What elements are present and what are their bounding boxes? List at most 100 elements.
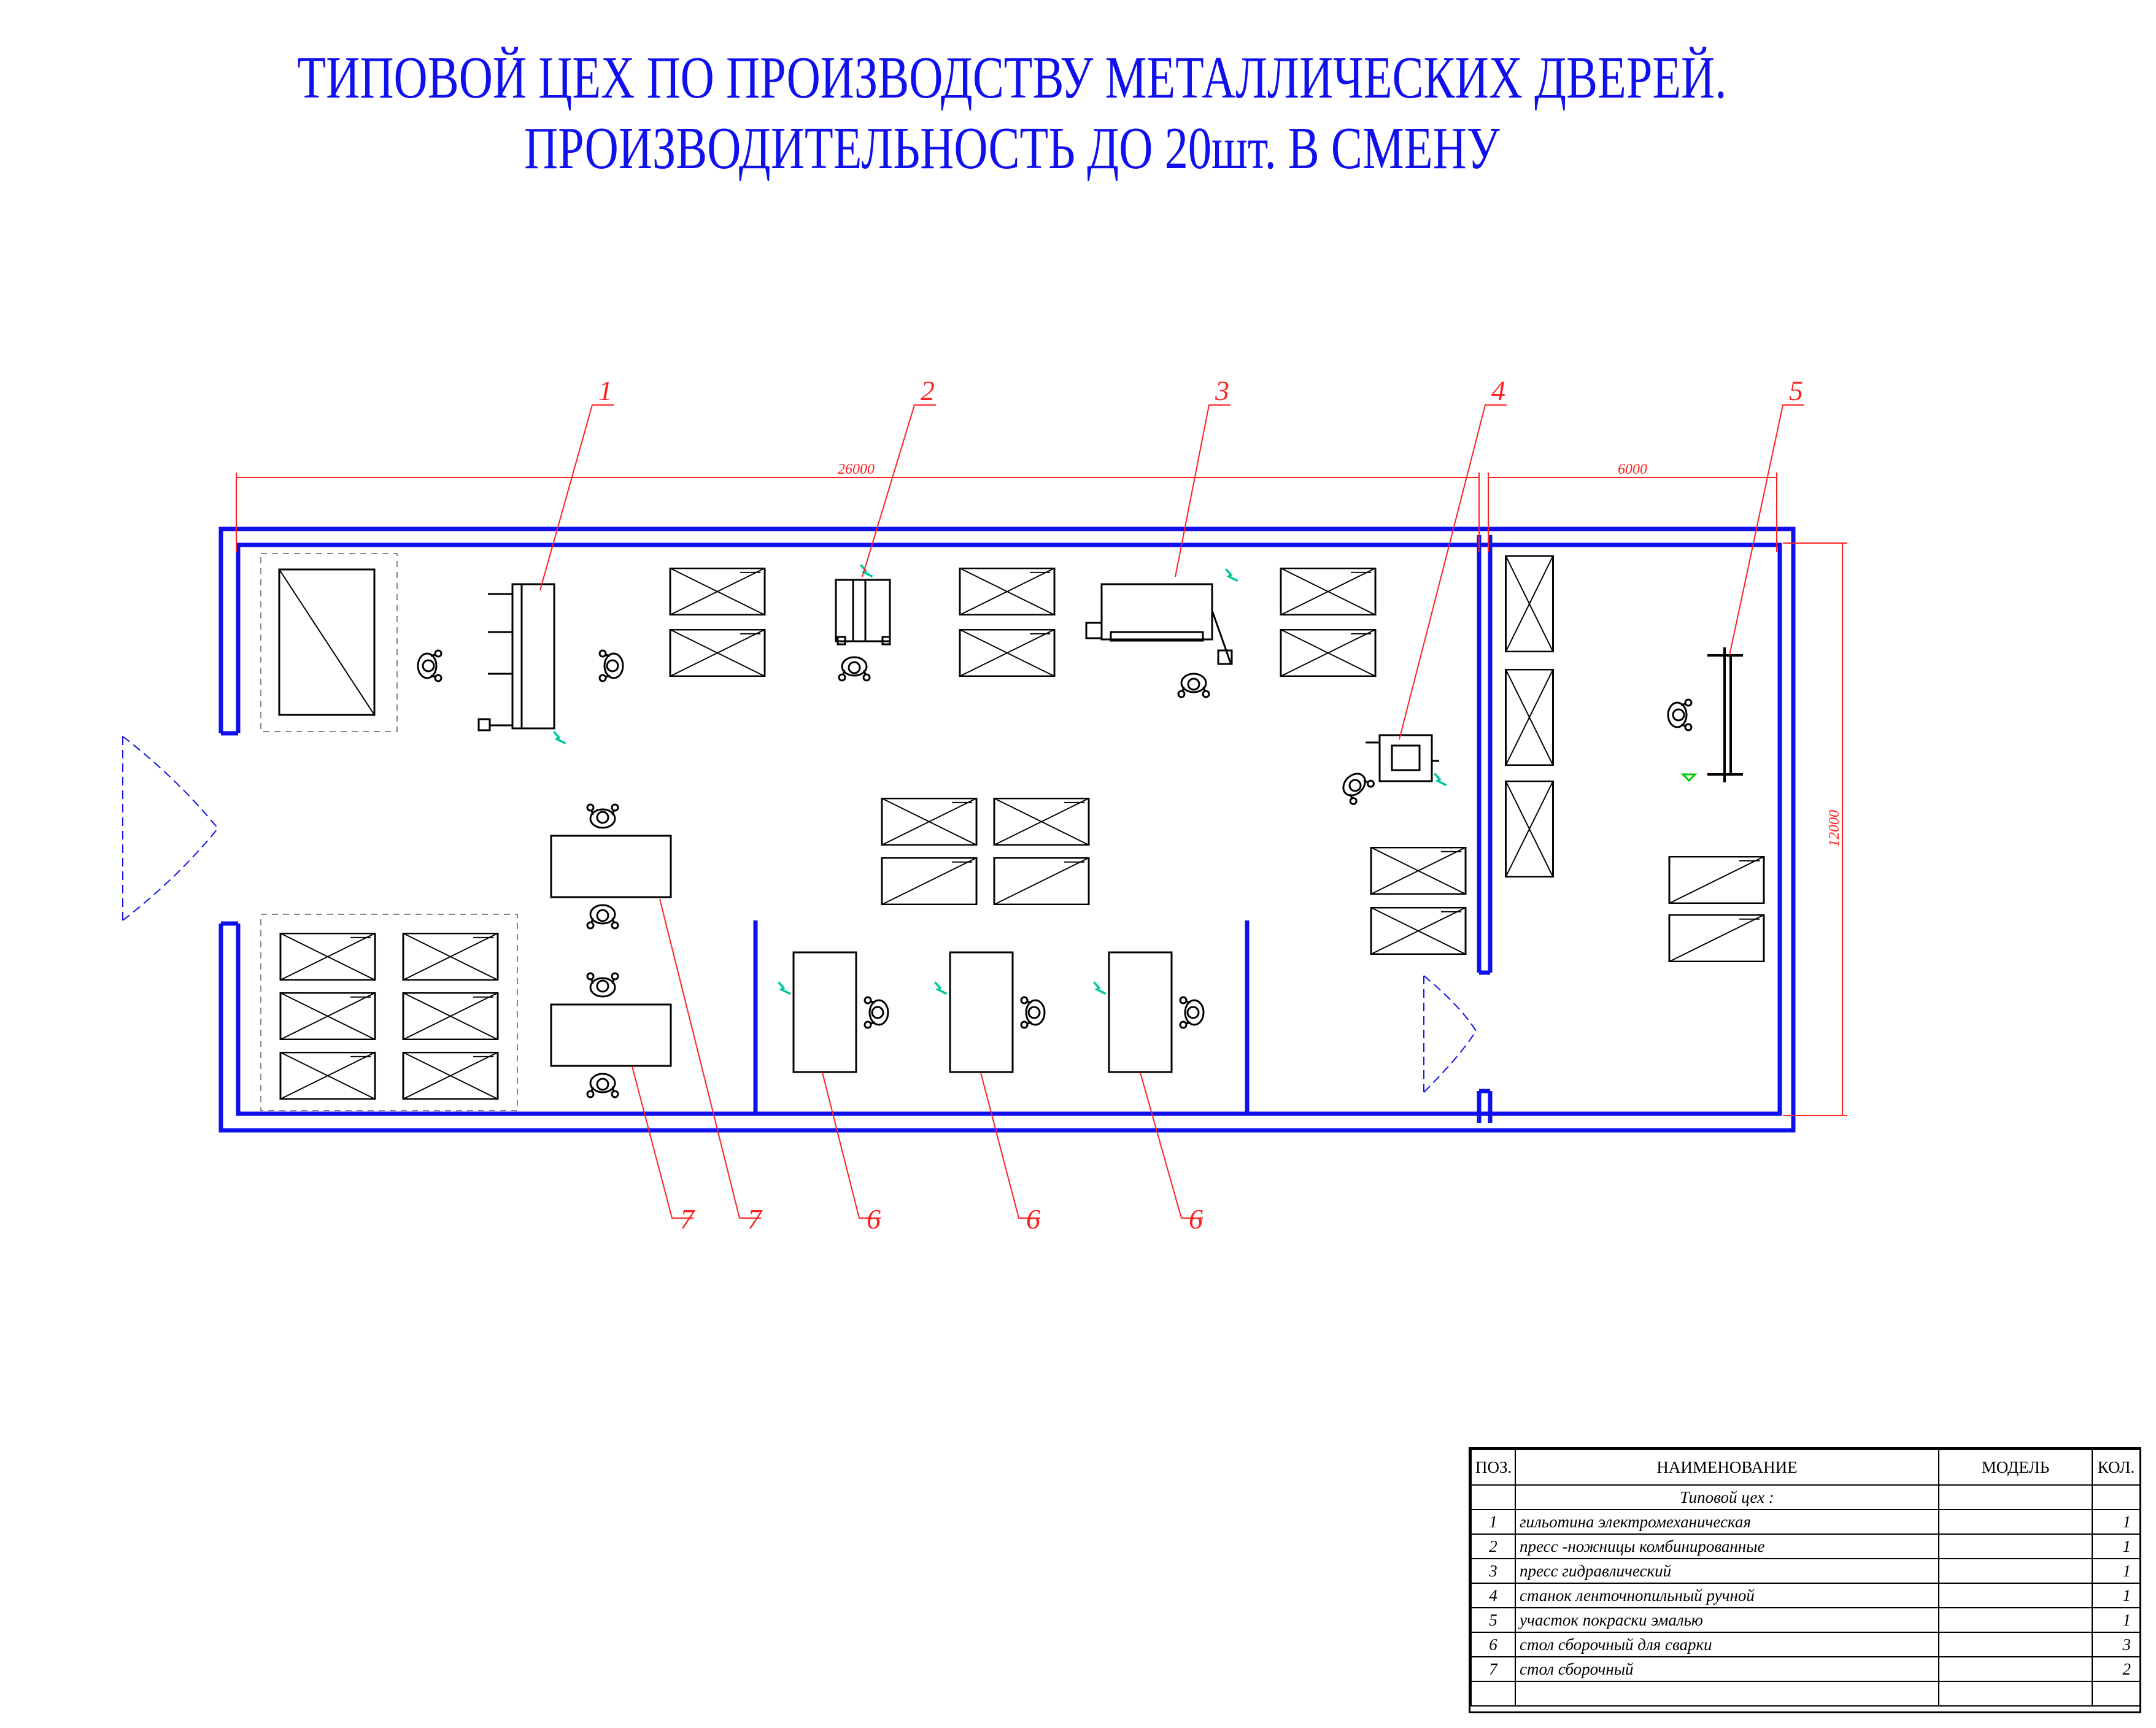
callout-7-a: 7 xyxy=(680,1203,695,1235)
crate xyxy=(1280,568,1377,615)
band-saw xyxy=(1366,734,1439,782)
crate xyxy=(1280,629,1377,677)
worker-icon xyxy=(417,649,442,682)
dimensions xyxy=(236,472,1847,1116)
table-row: 2 пресс -ножницы комбинированные 1 xyxy=(1470,1533,2141,1559)
specification-table: ПОЗ. НАИМЕНОВАНИЕ МОДЕЛЬ КОЛ. Типовой це… xyxy=(1469,1447,2141,1713)
press-shears xyxy=(835,579,891,646)
outer-wall xyxy=(218,526,1796,1133)
row-pos: 2 xyxy=(1470,1533,1516,1559)
worker-icon xyxy=(838,656,871,682)
crate-storage-zone xyxy=(260,914,518,1111)
crate xyxy=(1370,847,1467,895)
row-pos: 7 xyxy=(1470,1656,1516,1682)
paint-booth-rack xyxy=(1707,647,1743,782)
row-pos: 5 xyxy=(1470,1607,1516,1633)
crate xyxy=(279,933,376,981)
callout-1: 1 xyxy=(598,375,612,406)
worker-icon xyxy=(586,803,619,829)
sheet-stack xyxy=(1668,914,1765,962)
crate xyxy=(402,933,499,981)
sheet-storage-zone xyxy=(260,553,398,732)
sheet-stack xyxy=(1668,856,1765,904)
title-line-2: ПРОИЗВОДИТЕЛЬНОСТЬ ДО 20шт. В СМЕНУ xyxy=(524,115,1500,182)
inner-door-leaf-top xyxy=(1423,975,1477,1032)
crate xyxy=(959,629,1056,677)
header-pos: ПОЗ. xyxy=(1470,1449,1516,1486)
paint-marker-icon xyxy=(1680,773,1698,782)
crate xyxy=(279,1052,376,1100)
material-stacks xyxy=(279,555,1765,1100)
row-name: стол сборочный для сварки xyxy=(1515,1632,1939,1657)
row-name: станок ленточнопильный ручной xyxy=(1515,1583,1939,1608)
header-model: МОДЕЛЬ xyxy=(1938,1449,2093,1486)
assembly-table xyxy=(550,835,672,898)
crate xyxy=(881,798,978,846)
callout-5: 5 xyxy=(1789,375,1803,406)
worker-icon xyxy=(586,972,619,998)
worker-icon xyxy=(586,1073,619,1098)
row-qty: 1 xyxy=(2092,1509,2141,1535)
inner-wall-line xyxy=(236,542,1782,1116)
dim-width: 12000 xyxy=(1826,810,1842,847)
hydraulic-press xyxy=(1085,583,1233,665)
crate xyxy=(993,798,1090,846)
crate xyxy=(279,992,376,1040)
callout-3: 3 xyxy=(1215,375,1229,406)
worker-icon xyxy=(1335,766,1377,807)
callout-6-c: 6 xyxy=(1189,1203,1203,1235)
row-name: стол сборочный xyxy=(1515,1656,1939,1682)
drawing-title: ТИПОВОЙ ЦЕХ ПО ПРОИЗВОДСТВУ МЕТАЛЛИЧЕСКИ… xyxy=(222,43,1802,184)
spec-header-row: ПОЗ. НАИМЕНОВАНИЕ МОДЕЛЬ КОЛ. xyxy=(1470,1449,2141,1486)
sheet-stack xyxy=(993,857,1090,905)
crate xyxy=(1505,781,1554,878)
table-row: 3 пресс гидравлический 1 xyxy=(1470,1558,2141,1584)
walls xyxy=(218,526,1796,1133)
crate xyxy=(1505,555,1554,652)
spec-subtitle: Типовой цех : xyxy=(1515,1484,1939,1510)
welding-table xyxy=(792,951,857,1073)
title-line-1: ТИПОВОЙ ЦЕХ ПО ПРОИЗВОДСТВУ МЕТАЛЛИЧЕСКИ… xyxy=(297,45,1727,111)
welding-table xyxy=(949,951,1014,1073)
row-qty: 1 xyxy=(2092,1533,2141,1559)
worker-icon xyxy=(1020,996,1046,1029)
table-row: 6 стол сборочный для сварки 3 xyxy=(1470,1632,2141,1657)
table-row: 4 станок ленточнопильный ручной 1 xyxy=(1470,1583,2141,1608)
crate xyxy=(1370,907,1467,955)
welding-tables xyxy=(792,951,1173,1073)
guillotine xyxy=(477,583,555,731)
worker-icon xyxy=(1177,673,1210,698)
doors xyxy=(122,736,1477,1093)
welding-table xyxy=(1108,951,1173,1073)
row-name: участок покраски эмалью xyxy=(1515,1607,1939,1633)
crate xyxy=(669,568,766,615)
dim-room-length: 6000 xyxy=(1618,461,1647,477)
row-qty: 1 xyxy=(2092,1607,2141,1633)
row-qty: 1 xyxy=(2092,1583,2141,1608)
main-door-leaf-top xyxy=(122,736,218,829)
table-row-empty xyxy=(1470,1681,2141,1707)
header-name: НАИМЕНОВАНИЕ xyxy=(1515,1449,1939,1486)
row-qty: 3 xyxy=(2092,1632,2141,1657)
workers xyxy=(417,649,1693,1098)
callout-labels: 1 2 3 4 5 7 7 6 6 6 xyxy=(598,375,1803,1235)
row-qty: 1 xyxy=(2092,1558,2141,1584)
worker-icon xyxy=(586,904,619,930)
callout-6-b: 6 xyxy=(1026,1203,1040,1235)
inner-door-leaf-bottom xyxy=(1423,1030,1477,1093)
worker-icon xyxy=(1179,996,1205,1029)
worker-icon xyxy=(598,649,624,682)
assembly-tables xyxy=(550,835,672,1067)
table-row: 7 стол сборочный 2 xyxy=(1470,1656,2141,1682)
callout-6-a: 6 xyxy=(867,1203,881,1235)
worker-icon xyxy=(1667,698,1693,731)
row-pos: 1 xyxy=(1470,1509,1516,1535)
spec-subtitle-row: Типовой цех : xyxy=(1470,1484,2141,1510)
crate xyxy=(669,629,766,677)
row-pos: 3 xyxy=(1470,1558,1516,1584)
dim-total-length: 26000 xyxy=(838,461,875,477)
callout-leaders xyxy=(539,404,1804,1219)
main-door-leaf-bottom xyxy=(122,828,218,921)
crate xyxy=(402,1052,499,1100)
